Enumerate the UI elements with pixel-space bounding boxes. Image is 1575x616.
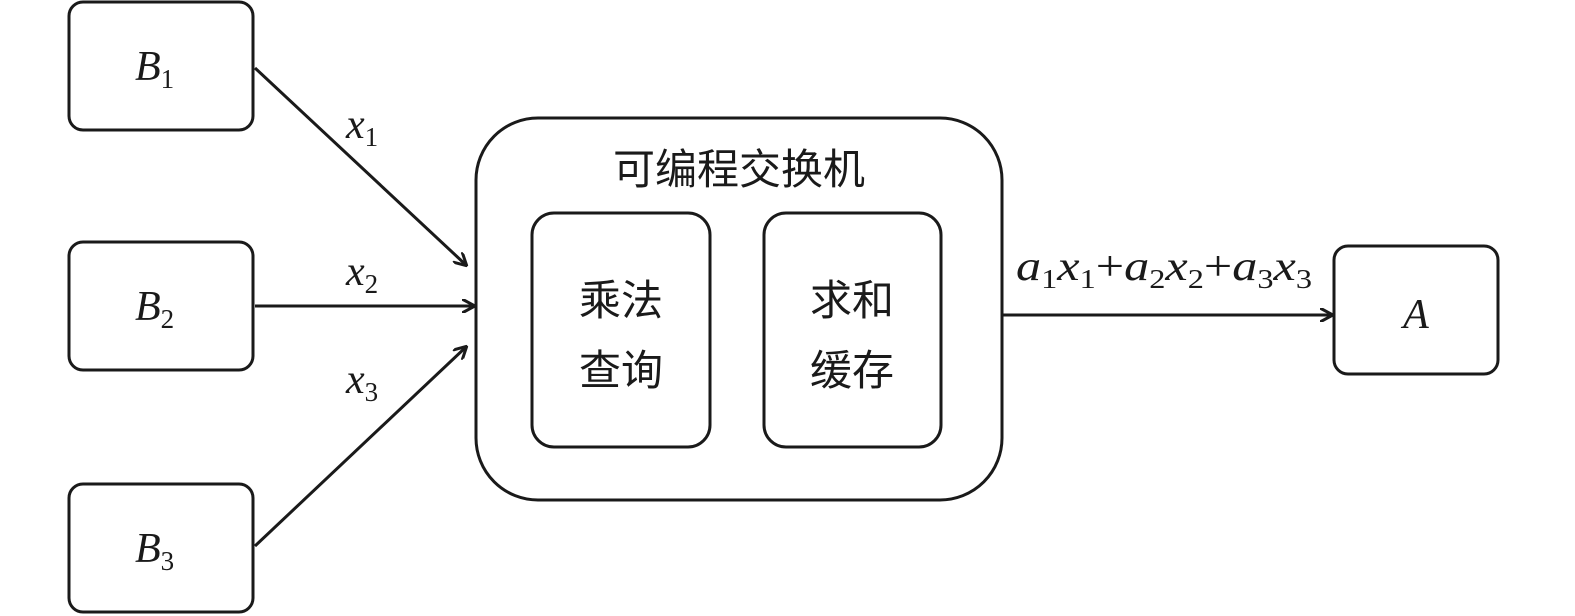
svg-text:A: A [1400, 292, 1429, 338]
edge-label-x3: x3 [345, 357, 378, 407]
switch-title: 可编程交换机 [613, 145, 865, 194]
source-node-b2: B2 [67, 240, 255, 372]
target-node-a: A [1332, 244, 1500, 376]
svg-text:查询: 查询 [579, 346, 663, 395]
source-node-b1: B1 [67, 0, 255, 132]
svg-text:B3: B3 [135, 526, 174, 576]
edge-b1-switch [253, 66, 466, 265]
edge-label-x2: x2 [345, 249, 378, 299]
programmable-switch: 可编程交换机 乘法 查询 求和 缓存 [474, 116, 1004, 502]
svg-text:乘法: 乘法 [579, 276, 663, 325]
source-node-b3: B3 [67, 482, 255, 614]
svg-text:缓存: 缓存 [810, 346, 894, 395]
module-sum-cache: 求和 缓存 [762, 211, 943, 449]
svg-text:B1: B1 [135, 44, 174, 94]
edge-b3-switch [253, 347, 466, 548]
svg-text:求和: 求和 [810, 276, 894, 325]
module-multiply-lookup: 乘法 查询 [530, 211, 712, 449]
edge-label-x1: x1 [345, 102, 378, 152]
svg-text:B2: B2 [135, 284, 174, 334]
